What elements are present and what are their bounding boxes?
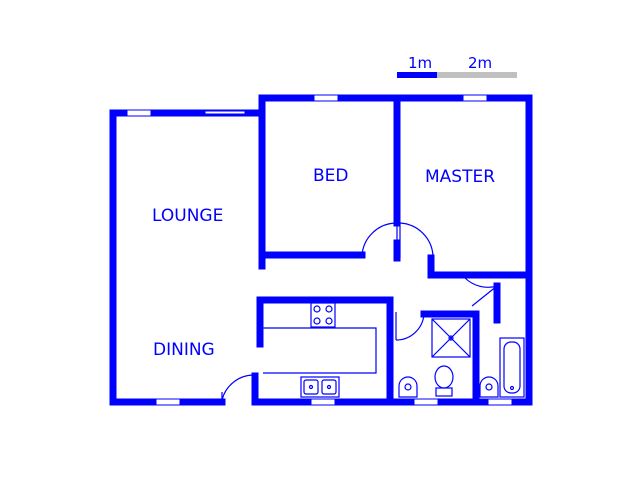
room-label-master: MASTER (425, 167, 495, 187)
room-label-dining: DINING (153, 340, 215, 360)
window-icon (204, 110, 246, 115)
window-icon (310, 398, 336, 406)
scale-bar-2m-segment (437, 72, 517, 78)
basin-icon (479, 376, 499, 398)
scale-bar-1m-segment (397, 72, 437, 78)
double-sink-icon (300, 376, 340, 398)
bathtub-icon (499, 337, 525, 398)
window-icon (462, 94, 488, 102)
basin-icon (398, 376, 418, 398)
scale-bar: 1m 2m (397, 54, 517, 78)
scale-label-1m: 1m (408, 54, 432, 72)
door-icon (361, 222, 398, 258)
shower-icon (431, 318, 471, 358)
windows (126, 94, 513, 406)
kitchen-counter (263, 327, 377, 374)
stove-icon (310, 302, 336, 328)
window-icon (313, 94, 339, 102)
window-icon (126, 109, 152, 117)
window-icon (155, 398, 181, 406)
door-icon (464, 277, 498, 307)
room-label-lounge: LOUNGE (152, 206, 223, 226)
door-icon (399, 222, 434, 258)
walls (109, 94, 533, 406)
window-icon (487, 398, 513, 406)
toilet-icon (434, 365, 454, 397)
window-icon (413, 398, 439, 406)
doors (221, 222, 498, 403)
scale-label-2m: 2m (468, 54, 492, 72)
door-icon (395, 312, 425, 341)
door-icon (221, 374, 256, 403)
room-label-bed: BED (313, 166, 349, 186)
